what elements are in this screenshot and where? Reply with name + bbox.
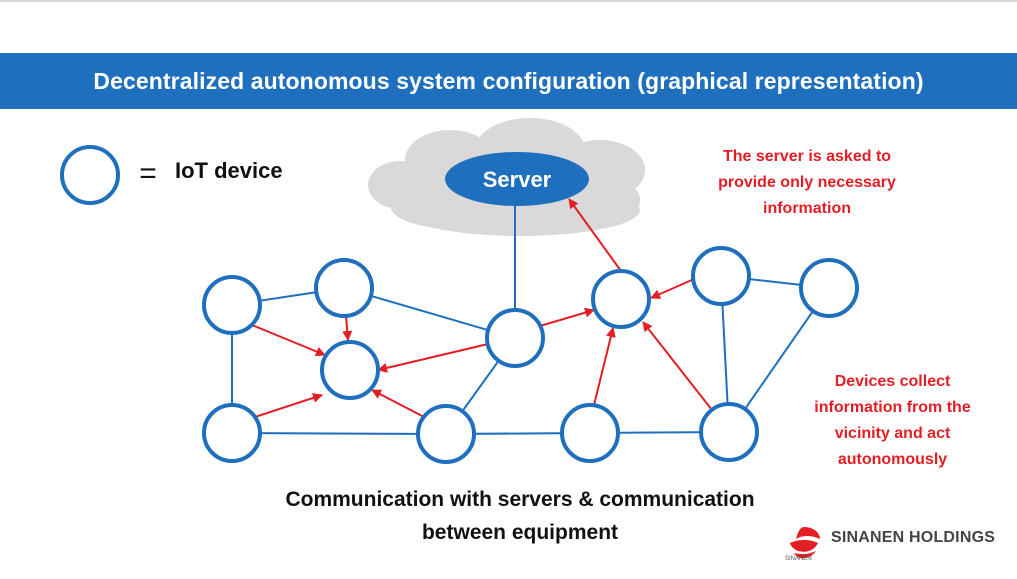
arrow — [251, 393, 323, 419]
iot-device-node — [202, 403, 262, 463]
iot-device-node — [691, 246, 751, 306]
iot-device-node — [202, 275, 262, 335]
arrow — [642, 321, 713, 411]
iot-device-node — [320, 340, 380, 400]
iot-devices — [202, 246, 859, 464]
iot-device-node — [699, 402, 759, 462]
devices-note: Devices collect information from the vic… — [800, 369, 985, 473]
note-line: information from the — [814, 399, 971, 416]
top-border — [0, 0, 1017, 2]
caption-line: between equipment — [421, 521, 619, 544]
brand-sub-label: SINANEN — [785, 556, 812, 562]
arrow — [650, 278, 695, 299]
server-request-note: The server is asked to provide only nece… — [672, 144, 942, 222]
link — [231, 432, 447, 435]
arrow — [593, 327, 616, 406]
iot-device-node — [314, 258, 374, 318]
legend-label: IoT device — [175, 158, 283, 183]
brand-footer: SINANEN SINANEN HOLDINGS — [779, 518, 1014, 568]
iot-device-node — [799, 258, 859, 318]
information-arrows — [251, 198, 713, 419]
note-line: autonomously — [837, 451, 948, 468]
legend-equals: = — [139, 157, 157, 190]
arrow — [568, 198, 622, 272]
arrow — [371, 389, 427, 419]
diagram-caption: Communication with servers & communicati… — [175, 483, 865, 549]
legend-circle-icon — [60, 145, 120, 205]
caption-line: Communication with servers & communicati… — [285, 488, 755, 511]
brand-name: SINANEN HOLDINGS — [831, 529, 996, 546]
arrow — [539, 307, 595, 327]
sinanen-logo-icon — [790, 527, 820, 559]
arrow — [251, 324, 326, 357]
note-line: Devices collect — [834, 373, 951, 390]
note-line: vicinity and act — [834, 425, 951, 442]
page-title: Decentralized autonomous system configur… — [93, 68, 924, 94]
iot-device-node — [560, 403, 620, 463]
server-node: Server — [445, 152, 589, 206]
iot-device-node — [485, 308, 545, 368]
note-line: information — [763, 200, 851, 217]
server-label: Server — [483, 167, 552, 192]
iot-device-node — [416, 404, 476, 464]
title-banner: Decentralized autonomous system configur… — [0, 53, 1017, 109]
arrow — [377, 343, 489, 373]
iot-device-node — [591, 269, 651, 329]
note-line: The server is asked to — [722, 148, 892, 165]
arrow — [342, 315, 353, 341]
note-line: provide only necessary — [718, 174, 896, 191]
